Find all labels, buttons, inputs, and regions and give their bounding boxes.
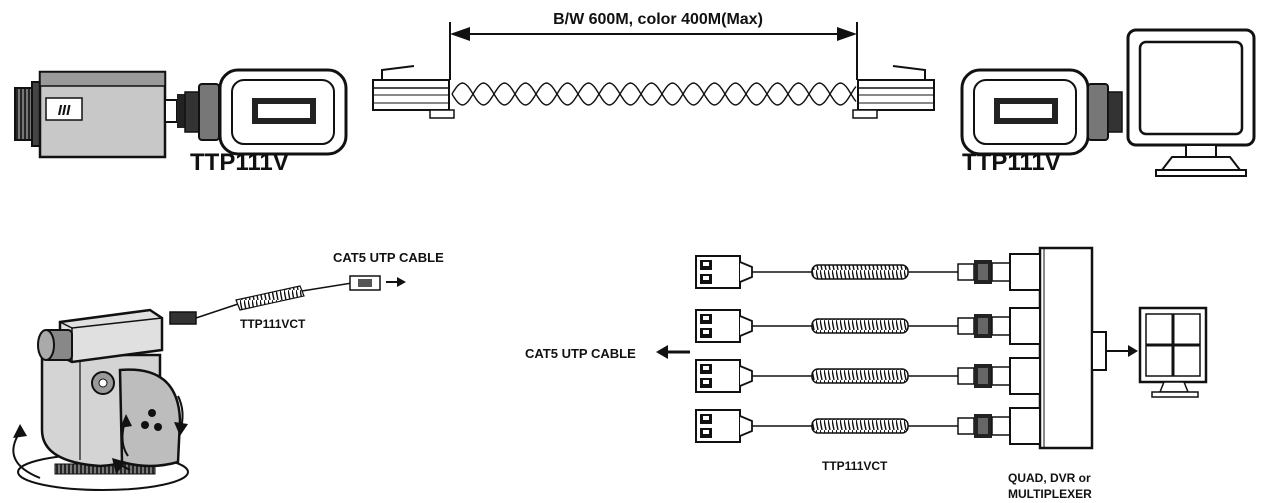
camera-brand-mark: III [58, 102, 71, 119]
rj45-plug-left-icon [372, 65, 455, 119]
distance-label: B/W 600M, color 400M(Max) [553, 11, 763, 28]
balun-pigtail-left-icon [169, 275, 381, 325]
distance-arrow [449, 22, 858, 80]
br-balun-model: TTP111VCT [822, 459, 888, 473]
bl-cable-label: CAT5 UTP CABLE [333, 250, 444, 265]
device-label-line1: QUAD, DVR or [1008, 471, 1091, 485]
arrow-left-icon [656, 345, 690, 359]
balun-row-2 [695, 307, 1041, 345]
quad-monitor-icon [1138, 306, 1208, 398]
balun-row-4 [695, 407, 1041, 445]
balun-rows [695, 253, 1041, 445]
multiplexer-box-icon [1038, 246, 1138, 450]
balun-left-icon [184, 68, 348, 156]
ptz-camera-icon [12, 308, 189, 491]
bl-balun-model: TTP111VCT [240, 317, 306, 331]
balun-row-3 [695, 357, 1041, 395]
twisted-pair-cable [451, 82, 857, 106]
rj45-plug-right-icon [852, 65, 935, 119]
right-balun-model: TTP111V [962, 149, 1061, 176]
balun-row-1 [695, 253, 1041, 291]
left-balun-model: TTP111V [190, 149, 289, 176]
br-cable-label: CAT5 UTP CABLE [525, 346, 636, 361]
box-camera-icon: III [14, 70, 185, 159]
arrow-right-icon [386, 277, 406, 287]
balun-right-icon [960, 68, 1123, 156]
device-label-line2: MULTIPLEXER [1008, 487, 1092, 501]
monitor-icon [1126, 28, 1256, 177]
